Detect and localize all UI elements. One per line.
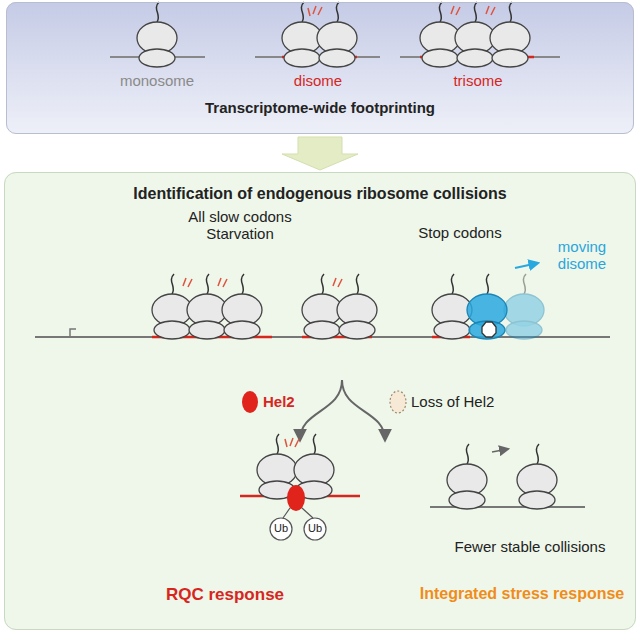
rqc-disome [240,434,360,540]
condition-label: Stop codons [418,224,501,241]
panel-title: Identification of endogenous ribosome co… [5,185,635,203]
top-panel-ground [6,2,634,134]
bottom-panel-ground [4,172,636,630]
response-label: RQC response [166,585,284,605]
top-ribosomes [110,2,560,67]
panel-title: Transcriptome-wide footprinting [7,99,633,116]
mrna-collisions [35,263,610,339]
block-arrow [282,137,358,170]
ubiquitin-label: Ub [274,522,288,535]
factor-label: Loss of Hel2 [411,393,494,410]
ubiquitin-label: Ub [308,522,322,535]
moving-disome-label: moving disome [542,238,622,273]
ribosome-label: trisome [453,72,502,89]
condition-label: All slow codons Starvation [170,208,310,243]
factor-label: Hel2 [263,393,295,410]
collision-panel: Identification of endogenous ribosome co… [4,172,636,630]
ribosome-label: monosome [120,72,194,89]
response-label: Integrated stress response [420,585,625,603]
footprinting-panel: Transcriptome-wide footprinting [6,2,634,134]
ribosome-label: disome [294,72,342,89]
separated-ribosomes [430,444,585,509]
outcome-note: Fewer stable collisions [455,538,606,555]
split-arrows [242,380,406,440]
